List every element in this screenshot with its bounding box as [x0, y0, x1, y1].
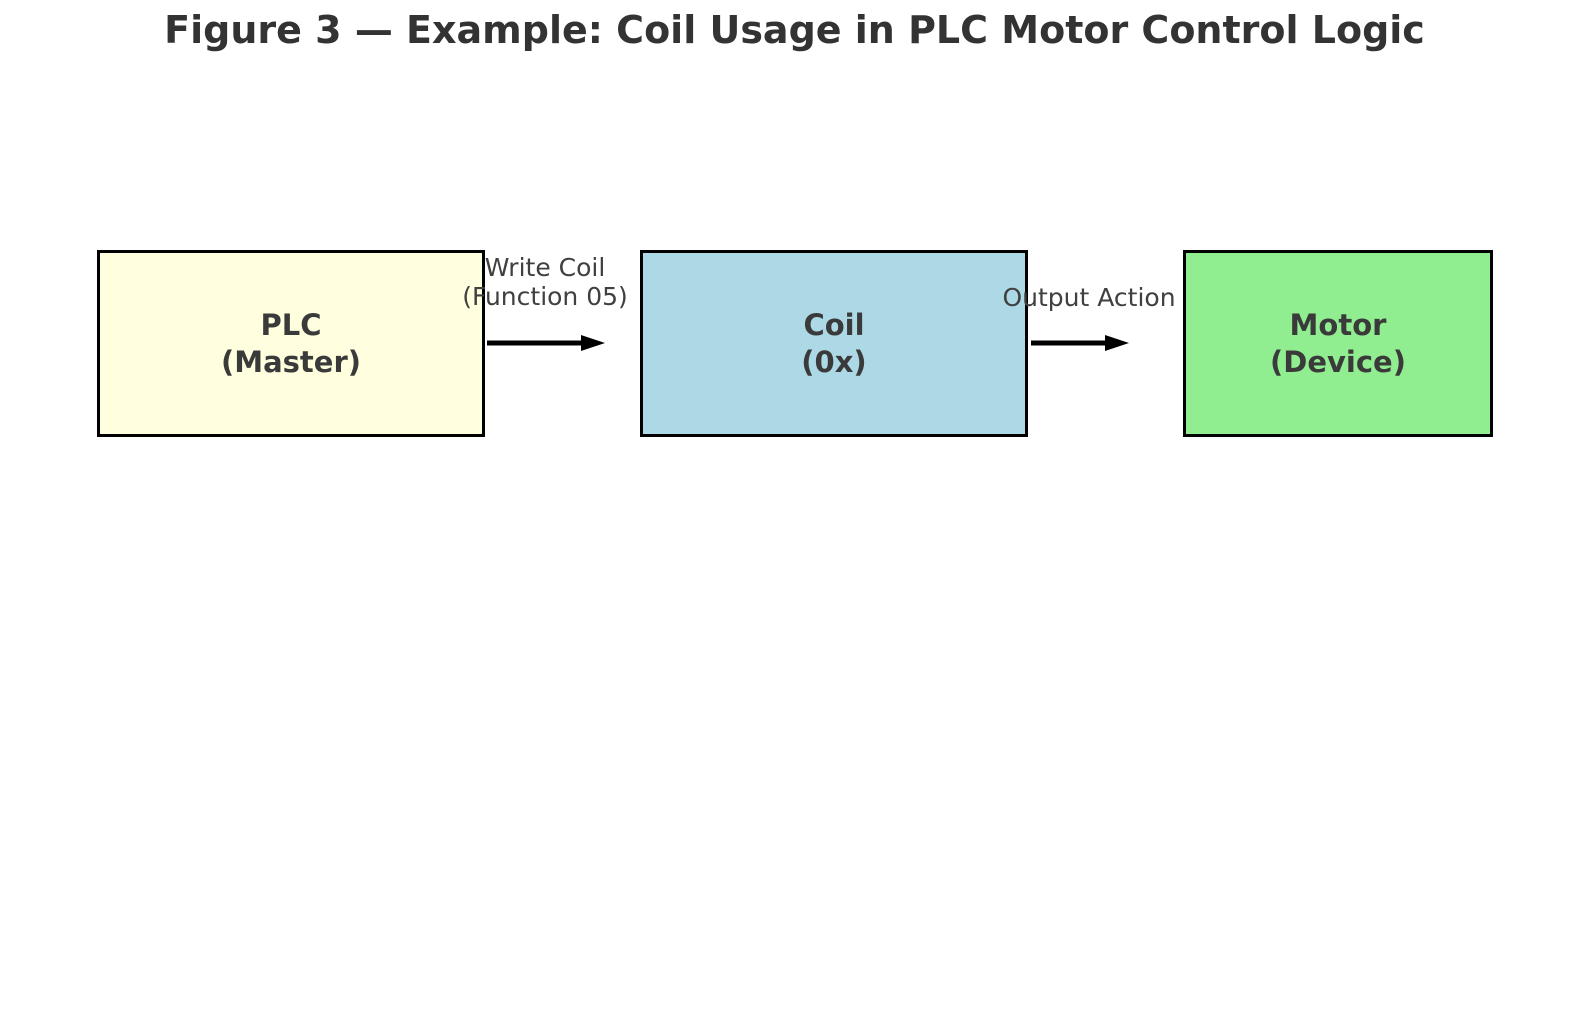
edge-label-write-coil-line-2: (Function 05) [462, 281, 628, 311]
arrow-plc-to-coil-head-icon [581, 335, 605, 351]
node-motor-label: Motor (Device) [1270, 307, 1406, 380]
node-coil-0x: Coil (0x) [640, 250, 1028, 437]
arrow-coil-to-motor [1031, 335, 1129, 351]
node-motor-label-line-2: (Device) [1270, 344, 1406, 379]
node-coil-label-line-2: (0x) [801, 344, 867, 379]
node-plc-master: PLC (Master) [97, 250, 485, 437]
node-motor-label-line-1: Motor [1289, 308, 1387, 343]
edge-label-output-action: Output Action [939, 283, 1239, 313]
node-plc-label-line-2: (Master) [220, 344, 362, 379]
edge-label-write-coil: Write Coil (Function 05) [395, 253, 695, 312]
figure-title: Figure 3 — Example: Coil Usage in PLC Mo… [164, 8, 1425, 52]
edge-label-write-coil-line-1: Write Coil [484, 253, 606, 282]
node-plc-label-line-1: PLC [260, 308, 322, 343]
node-coil-label-line-1: Coil [803, 308, 865, 343]
edge-label-output-action-line-1: Output Action [1002, 283, 1176, 312]
arrow-plc-to-coil [487, 335, 605, 351]
node-coil-label: Coil (0x) [801, 307, 866, 380]
arrow-coil-to-motor-head-icon [1105, 335, 1129, 351]
node-plc-label: PLC (Master) [221, 307, 361, 380]
node-motor-device: Motor (Device) [1183, 250, 1493, 437]
